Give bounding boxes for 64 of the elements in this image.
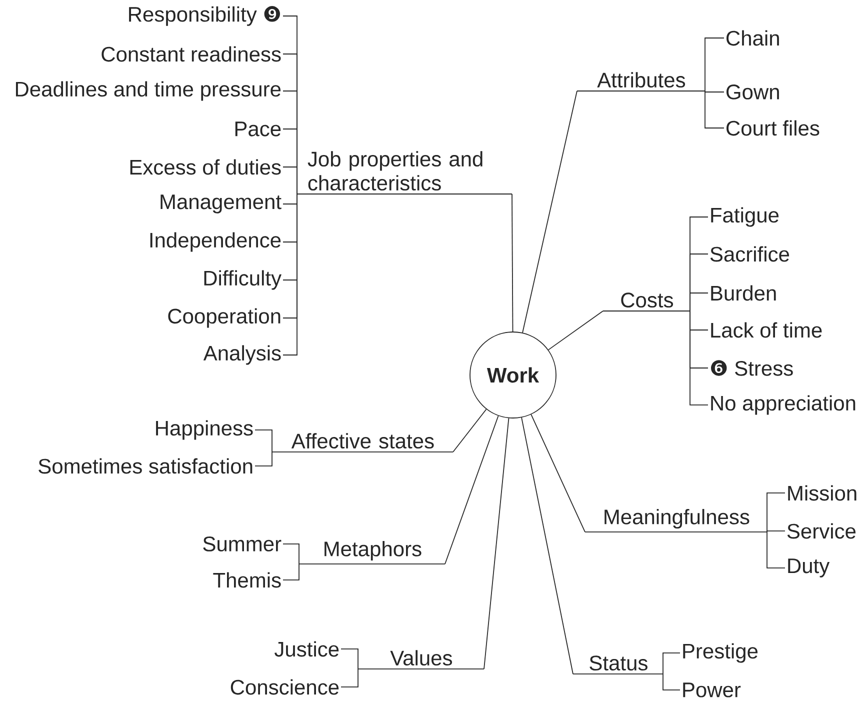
bracket-line	[766, 532, 786, 568]
category-label: Values	[358, 650, 484, 670]
category-label: Metaphors	[298, 540, 446, 564]
item-label: Prestige	[683, 643, 758, 663]
item-label: Management	[160, 194, 282, 214]
item-label: Sometimes satisfaction	[38, 458, 252, 474]
bracket-line	[282, 544, 300, 564]
bracket-line	[704, 38, 724, 92]
category-label: Affective states	[272, 433, 454, 452]
bracket-line	[704, 90, 724, 128]
item-label: Mission	[788, 485, 856, 501]
item-label: Fatigue	[711, 207, 779, 227]
branch-line	[512, 194, 514, 332]
bracket-line	[282, 564, 300, 580]
branch-line	[521, 417, 574, 674]
item-label: Deadlines and time pressure	[16, 81, 281, 101]
item-label: Responsibility ❾	[129, 6, 280, 26]
bracket-line	[340, 668, 358, 688]
item-label: Duty	[788, 558, 830, 578]
category-label: Status	[572, 656, 664, 674]
item-label: Difficulty	[204, 270, 282, 290]
item-label: Justice	[274, 641, 339, 657]
branch-line	[522, 90, 578, 334]
item-label: Sacrifice	[710, 246, 790, 262]
item-label: Analysis	[203, 345, 281, 365]
item-label: Excess of duties	[130, 159, 281, 175]
bracket-line	[340, 648, 358, 670]
bracket-line	[704, 90, 724, 92]
branch-line	[530, 414, 586, 532]
branch-line	[444, 415, 499, 564]
item-label: Constant readiness	[102, 46, 281, 62]
branch-line	[452, 408, 487, 452]
item-label: Happiness	[156, 420, 253, 440]
branch-line	[548, 310, 604, 350]
item-label: Power	[683, 682, 741, 698]
bracket-line	[662, 652, 680, 674]
branch-line	[484, 418, 510, 670]
category-label: Attributes	[576, 72, 706, 92]
item-label: Independence	[150, 232, 281, 252]
item-label: Themis	[213, 572, 281, 588]
bracket-line	[690, 292, 708, 312]
bracket-line	[282, 166, 298, 194]
bracket-line	[766, 530, 786, 532]
item-label: Service	[787, 523, 856, 539]
bracket-line	[254, 452, 272, 466]
bracket-line	[282, 194, 298, 356]
item-label: Lack of time	[711, 322, 822, 338]
item-label: Burden	[711, 285, 776, 301]
item-label: No appreciation	[711, 395, 856, 415]
item-label: Pace	[235, 122, 281, 136]
bracket-line	[766, 492, 786, 532]
item-label: Gown	[726, 84, 779, 100]
item-label: Summer	[203, 536, 282, 552]
item-label: Chain	[726, 30, 779, 46]
category-label: Costs	[602, 292, 690, 312]
item-label: Cooperation	[168, 308, 280, 328]
category-label: Meaningfulness	[584, 508, 768, 532]
item-label: ❻ Stress	[711, 360, 793, 376]
bracket-line	[662, 674, 680, 690]
item-label: Court files	[726, 120, 820, 136]
bracket-line	[254, 430, 272, 452]
item-label: Conscience	[230, 679, 339, 695]
category-label: Job properties and characteristics	[296, 151, 512, 194]
bracket-line	[690, 310, 708, 406]
